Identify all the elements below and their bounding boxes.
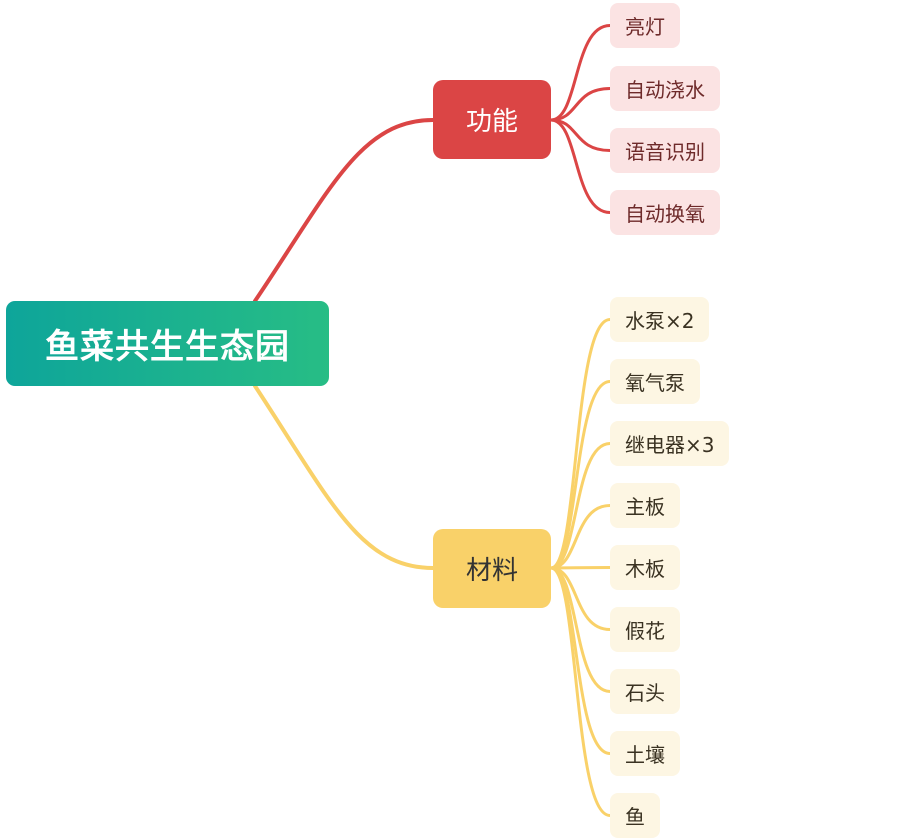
branch-topic-functions[interactable]: 功能 [433, 80, 551, 159]
leaf-topic-auto-watering[interactable]: 自动浇水 [610, 66, 720, 111]
leaf-topic-voice-recognition[interactable]: 语音识别 [610, 128, 720, 173]
leaf-topic-wood-board[interactable]: 木板 [610, 545, 680, 590]
leaf-topic-relay[interactable]: 继电器×3 [610, 421, 730, 466]
material-branch-connectors [253, 318, 612, 817]
function-branch-connectors [253, 24, 612, 303]
root-to-functions-connector [253, 118, 435, 303]
leaf-topic-light[interactable]: 亮灯 [610, 3, 680, 48]
leaf-topic-mainboard[interactable]: 主板 [610, 483, 680, 528]
functions-leaf-connector-1 [549, 87, 612, 122]
leaf-topic-soil[interactable]: 土壤 [610, 731, 680, 776]
materials-leaf-connector-8 [549, 566, 612, 817]
root-topic[interactable]: 鱼菜共生生态园 [6, 301, 329, 386]
branch-topic-materials[interactable]: 材料 [433, 529, 551, 608]
materials-leaf-connector-4 [549, 566, 612, 570]
leaf-topic-fish[interactable]: 鱼 [610, 793, 660, 838]
leaf-topic-water-pump[interactable]: 水泵×2 [610, 297, 710, 342]
functions-leaf-connector-0 [549, 24, 612, 122]
leaf-topic-stone[interactable]: 石头 [610, 669, 680, 714]
root-to-materials-connector [253, 384, 435, 570]
materials-leaf-connector-2 [549, 442, 612, 570]
leaf-topic-auto-oxygen[interactable]: 自动换氧 [610, 190, 720, 235]
functions-leaf-connector-3 [549, 118, 612, 214]
materials-leaf-connector-3 [549, 504, 612, 570]
leaf-topic-fake-flower[interactable]: 假花 [610, 607, 680, 652]
materials-leaf-connector-6 [549, 566, 612, 693]
leaf-topic-oxygen-pump[interactable]: 氧气泵 [610, 359, 700, 404]
